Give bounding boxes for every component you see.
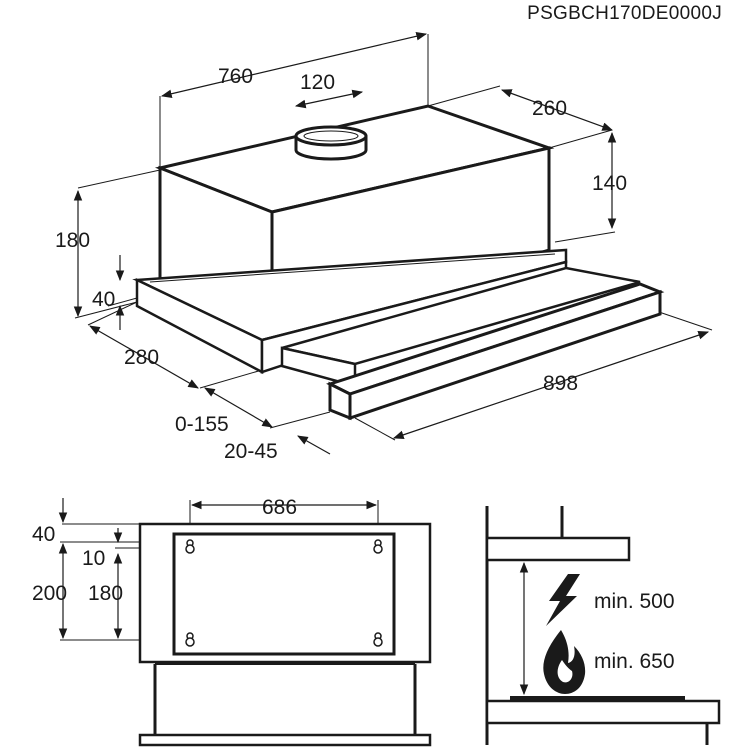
model-code: PSGBCH170DE0000J bbox=[527, 3, 722, 24]
extension-lines bbox=[74, 34, 713, 441]
outlet-collar bbox=[294, 125, 368, 161]
dim-base-depth-label: 280 bbox=[124, 346, 159, 369]
flame-icon bbox=[543, 630, 586, 694]
hood-side-profile bbox=[485, 536, 631, 562]
mounting-hole-top-left bbox=[185, 539, 195, 554]
hob-worktop bbox=[485, 696, 721, 745]
dim-outlet-label: 120 bbox=[300, 71, 335, 94]
dim-mount-total-height-label: 200 bbox=[32, 582, 67, 605]
dim-front-offset-label: 20-45 bbox=[224, 440, 278, 463]
dim-extension-label: 0-155 bbox=[175, 413, 229, 436]
dim-depth-label: 260 bbox=[532, 97, 567, 120]
dim-hole-spacing-label: 686 bbox=[262, 496, 297, 519]
lower-chimney bbox=[138, 663, 432, 747]
dim-body-height-label: 140 bbox=[592, 172, 627, 195]
dim-total-height-label: 180 bbox=[55, 229, 90, 252]
dim-hole-offset-label: 10 bbox=[82, 547, 105, 570]
mounting-holes bbox=[185, 539, 383, 647]
gas-hob-clearance-label: min. 650 bbox=[594, 650, 675, 673]
lightning-bolt-icon bbox=[546, 574, 580, 626]
dim-drawer-width-label: 898 bbox=[543, 372, 578, 395]
electric-hob-clearance-label: min. 500 bbox=[594, 590, 675, 613]
mounting-hole-top-right bbox=[373, 539, 383, 554]
mounting-view: 686 40 10 200 180 bbox=[32, 496, 432, 747]
dim-width-label: 760 bbox=[218, 65, 253, 88]
hood-isometric-drawing: 760 120 260 140 180 40 280 0-155 20-45 8… bbox=[55, 32, 713, 463]
mounting-dimension-lines bbox=[58, 498, 378, 640]
dimension-lines bbox=[73, 32, 710, 455]
clearance-view: min. 500 min. 650 bbox=[485, 506, 721, 745]
dim-top-offset-label: 40 bbox=[32, 523, 55, 546]
mounting-hole-bottom-right bbox=[373, 632, 383, 647]
dim-base-height-label: 40 bbox=[92, 288, 115, 311]
dim-hole-vertical-spacing-label: 180 bbox=[88, 582, 123, 605]
mounting-hole-bottom-left bbox=[185, 632, 195, 647]
mounting-plate bbox=[172, 532, 396, 656]
